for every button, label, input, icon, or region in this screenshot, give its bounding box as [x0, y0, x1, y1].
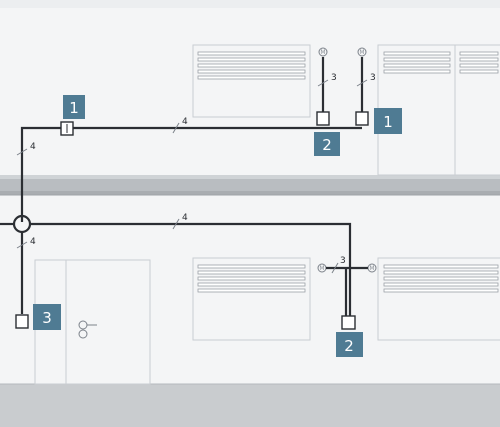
wire-count-label: 4	[30, 237, 36, 247]
upper-control-box-icon	[316, 111, 330, 126]
shutter-slat	[383, 276, 499, 281]
shutter-slat	[383, 69, 451, 74]
wire-count-label: 4	[182, 213, 188, 223]
shutter-slat	[383, 270, 499, 275]
badge-upper-control-box: 2	[314, 132, 340, 156]
upper-right-switch-icon	[355, 111, 369, 126]
shutter-slat	[197, 69, 306, 74]
svg-text:3: 3	[42, 309, 52, 327]
ceiling-beam	[0, 175, 500, 196]
shutter-slat	[459, 51, 499, 56]
badge-lower-switch: 3	[33, 304, 61, 330]
junction-box-icon	[12, 214, 32, 234]
shutter-slat	[197, 63, 306, 68]
ceiling-strip	[0, 0, 500, 8]
svg-text:M: M	[359, 49, 364, 56]
lower-door	[34, 259, 151, 385]
upper-window-shutter	[192, 44, 311, 118]
wire-tick-marks	[16, 79, 368, 274]
lower-control-box-icon	[341, 315, 356, 330]
wire-count-label: 4	[182, 117, 188, 127]
shutter-slat	[383, 288, 499, 293]
lower-wiring	[0, 222, 368, 316]
shutter-slat	[197, 276, 306, 281]
svg-text:2: 2	[322, 136, 332, 154]
badge-upper-right-switch: 1	[374, 108, 402, 134]
motor-icon: M	[357, 47, 367, 57]
upper-wiring	[20, 57, 364, 222]
shutter-slat	[459, 63, 499, 68]
shutter-slat	[197, 51, 306, 56]
svg-text:M: M	[320, 49, 325, 56]
lower-right-window-shutter	[377, 257, 500, 341]
wire-count-label: 3	[370, 73, 376, 83]
shutter-slat	[383, 51, 451, 56]
badge-upper-switch: 1	[63, 95, 85, 119]
svg-text:2: 2	[344, 337, 354, 355]
shutter-slat	[197, 288, 306, 293]
shutter-slat	[459, 69, 499, 74]
shutter-slat	[383, 282, 499, 287]
shutter-slat	[197, 270, 306, 275]
door-lock-icon	[78, 329, 88, 339]
shutter-slat	[197, 264, 306, 269]
lower-switch-icon	[15, 314, 29, 329]
badge-lower-control-box: 2	[336, 332, 363, 357]
floor	[0, 384, 500, 427]
shutter-slat	[197, 75, 306, 80]
lower-window-shutter	[192, 257, 311, 341]
svg-text:1: 1	[69, 99, 79, 117]
shutter-slat	[197, 57, 306, 62]
shutter-slat	[383, 63, 451, 68]
wire-count-label: 3	[340, 256, 346, 266]
wire-count-label: 4	[30, 142, 36, 152]
shutter-slat	[459, 57, 499, 62]
svg-text:1: 1	[383, 113, 393, 131]
shutter-slat	[383, 264, 499, 269]
wire-count-label: 3	[331, 73, 337, 83]
shutter-slat	[383, 57, 451, 62]
svg-text:M: M	[369, 265, 374, 272]
motor-icon: M	[318, 47, 328, 57]
svg-text:M: M	[319, 265, 324, 272]
shutter-slat	[197, 282, 306, 287]
